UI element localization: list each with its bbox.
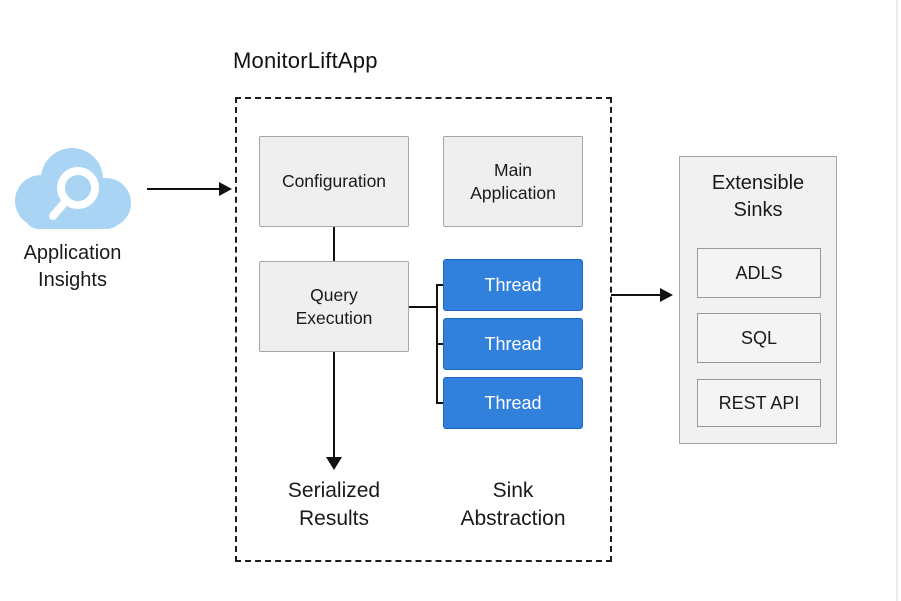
arrow-query-to-results-head [326, 457, 342, 470]
arrow-query-to-results-line [333, 352, 335, 458]
page-edge-line [896, 0, 898, 601]
monitorliftapp-title: MonitorLiftApp [233, 48, 378, 73]
arrow-app-to-sinks-head [660, 288, 673, 302]
application-insights-label: Application Insights [23, 242, 122, 291]
configuration-box: Configuration [259, 136, 409, 227]
arrow-cloud-to-app-head [219, 182, 232, 196]
thread-box-2: Thread [443, 318, 583, 370]
main-application-box: Main Application [443, 136, 583, 227]
extensible-sinks-title: Extensible Sinks [711, 172, 805, 221]
bracket-feed-line [409, 306, 437, 308]
search-icon [49, 167, 99, 220]
bracket-stub-thread-1 [436, 284, 444, 286]
thread-box-3: Thread [443, 377, 583, 429]
connector-config-to-query [333, 227, 335, 261]
query-execution-box: Query Execution [259, 261, 409, 352]
arrow-cloud-to-app-line [147, 188, 221, 190]
sink-abstraction-label: Sink Abstraction [460, 479, 566, 530]
sink-item-adls: ADLS [697, 248, 821, 298]
extensible-sinks-box: Extensible Sinks ADLS SQL REST API [679, 156, 837, 444]
application-insights-cloud-icon [15, 148, 131, 229]
sink-item-rest-api: REST API [697, 379, 821, 427]
thread-box-1: Thread [443, 259, 583, 311]
arrow-app-to-sinks-line [611, 294, 661, 296]
monitorliftapp-container [235, 97, 612, 562]
sink-item-sql: SQL [697, 313, 821, 363]
bracket-stub-thread-2 [436, 343, 444, 345]
bracket-stub-thread-3 [436, 402, 444, 404]
serialized-results-label: Serialized Results [287, 479, 381, 530]
